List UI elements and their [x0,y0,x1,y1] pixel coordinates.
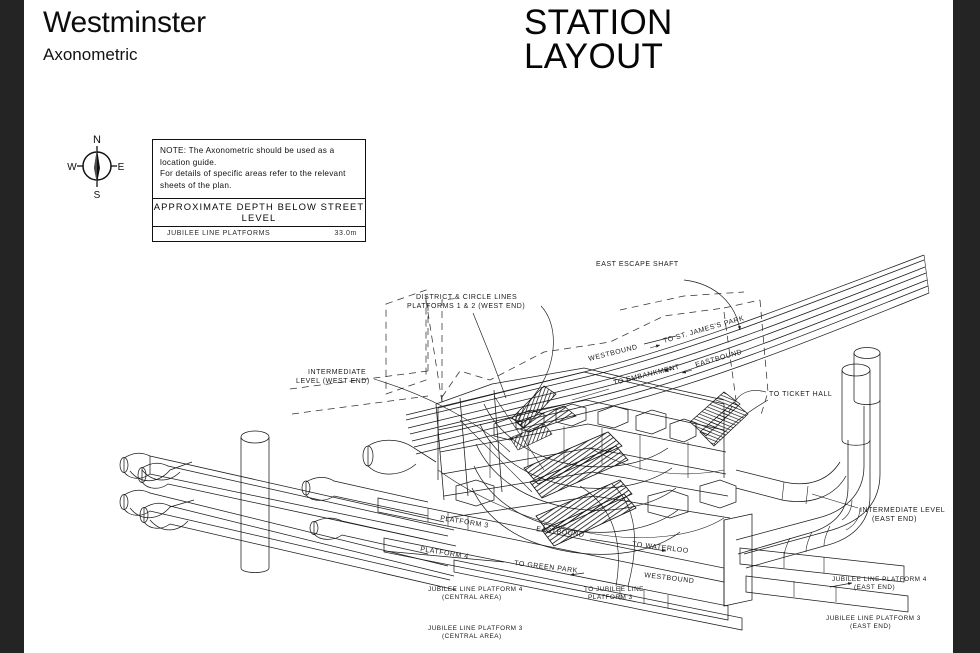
platform-deck-slabs [377,497,743,631]
intermediate-east-label-line2: (EAST END) [872,516,917,523]
district-circle-label-line2: PLATFORMS 1 & 2 (WEST END) [407,303,525,310]
east-lift-shafts-and-tunnels [723,347,909,613]
label-jubilee-p3-central: JUBILEE LINE PLATFORM 3 (CENTRAL AREA) [428,625,523,640]
note-line-1: NOTE: The Axonometric should be used as … [160,146,335,155]
note-box: NOTE: The Axonometric should be used as … [152,139,366,242]
to-green-park-label: TO GREEN PARK [514,560,578,575]
intermediate-west-label-line1: INTERMEDIATE [308,369,366,376]
station-box-structure [435,367,737,555]
depth-table-header: APPROXIMATE DEPTH BELOW STREET LEVEL [153,197,365,227]
label-jubilee-p4-east: JUBILEE LINE PLATFORM 4 (EAST END) [829,576,927,591]
street-level-dashed-outline [289,289,769,421]
label-to-jubilee-line-p3: TO JUBILEE LINE PLATFORM 3 [579,483,644,601]
depth-table-row: JUBILEE LINE PLATFORMS 33.0m [153,227,365,241]
intermediate-east-label-line1: INTERMEDIATE LEVEL [860,507,945,514]
sheet-title-line2: LAYOUT [524,37,664,77]
sheet-title: STATION LAYOUT [524,3,673,77]
jubilee-p3-central-line1: JUBILEE LINE PLATFORM 3 [428,625,523,632]
label-platform-3: PLATFORM 3 [440,515,489,530]
label-to-st-james-park: TO ST. JAMES'S PARK [649,315,745,349]
connecting-passages [437,395,725,538]
compass-west-label: W [67,162,77,173]
jubilee-p4-east-line2: (EAST END) [854,584,895,591]
drawing-sheet: Westminster Axonometric STATION LAYOUT N… [24,0,953,653]
depth-row-label: JUBILEE LINE PLATFORMS [167,229,271,237]
jubilee-west-running-tunnels [119,452,457,591]
jubilee-p4-central-line2: (CENTRAL AREA) [442,594,502,601]
label-to-ticket-hall: TO TICKET HALL [713,390,832,445]
axonometric-drawing: EAST ESCAPE SHAFT DISTRICT & CIRCLE LINE… [24,0,953,653]
compass-north-label: N [93,134,101,146]
intermediate-west-label-line2: LEVEL (WEST END) [296,378,370,385]
westbound-lower-label: WESTBOUND [644,572,695,585]
jubilee-p4-central-line1: JUBILEE LINE PLATFORM 4 [428,586,523,593]
label-jubilee-p4-central: JUBILEE LINE PLATFORM 4 (CENTRAL AREA) [428,586,523,601]
jubilee-p3-east-line2: (EAST END) [850,623,891,630]
label-east-escape-shaft: EAST ESCAPE SHAFT [596,261,741,331]
jubilee-p3-east-line1: JUBILEE LINE PLATFORM 3 [826,615,921,622]
page-subtitle: Axonometric [43,45,138,64]
label-jubilee-p3-east: JUBILEE LINE PLATFORM 3 (EAST END) [826,615,921,630]
compass-south-label: S [94,190,101,201]
district-circle-surface-tunnels [405,254,930,455]
jubilee-p3-central-line2: (CENTRAL AREA) [442,633,502,640]
east-escape-shaft-label: EAST ESCAPE SHAFT [596,261,679,268]
label-westbound-lower: WESTBOUND [644,572,695,585]
westbound-top-label: WESTBOUND [588,344,639,363]
to-jubilee-line-line1: TO JUBILEE LINE [584,586,644,593]
jubilee-p4-east-line1: JUBILEE LINE PLATFORM 4 [832,576,927,583]
escalator-banks [509,385,749,547]
page-title: Westminster [43,6,206,39]
compass-rose: N S E W [66,130,128,202]
west-connecting-tunnels [301,439,437,555]
to-jubilee-line-line2: PLATFORM 3 [588,594,633,601]
to-ticket-hall-label: TO TICKET HALL [769,391,832,398]
compass-east-label: E [118,162,125,173]
note-line-4: sheets of the plan. [160,180,232,190]
label-district-circle-lines: DISTRICT & CIRCLE LINES PLATFORMS 1 & 2 … [407,294,554,421]
district-circle-label-line1: DISTRICT & CIRCLE LINES [416,294,517,301]
label-intermediate-level-east: INTERMEDIATE LEVEL (EAST END) [811,493,945,523]
note-line-2: location guide. [160,157,217,167]
label-intermediate-level-west: INTERMEDIATE LEVEL (WEST END) [296,369,511,453]
sheet-title-line1: STATION [524,3,673,42]
depth-row-value: 33.0m [334,229,357,237]
note-line-3: For details of specific areas refer to t… [160,169,346,179]
note-box-text: NOTE: The Axonometric should be used as … [153,140,365,198]
platform-3-label: PLATFORM 3 [440,515,489,530]
west-ventilation-shaft [240,430,270,573]
